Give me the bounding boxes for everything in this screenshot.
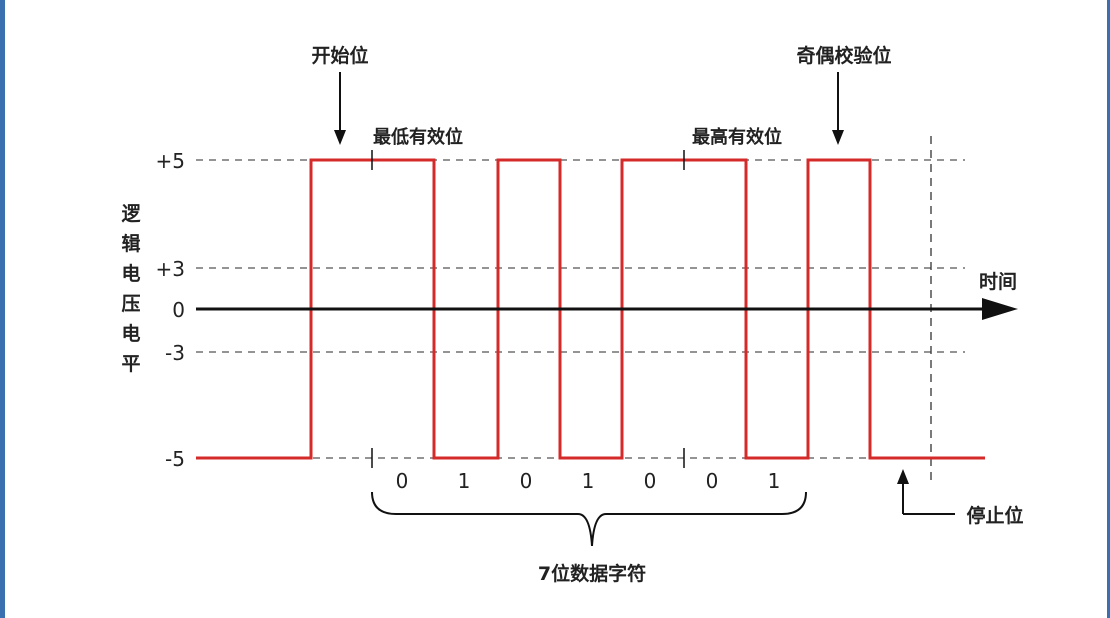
data-bit-value: 0 xyxy=(396,469,409,493)
lsb-label: 最低有效位 xyxy=(373,126,463,148)
y-axis-label-char: 平 xyxy=(121,353,140,375)
parity-bit-label: 奇偶校验位 xyxy=(796,44,891,67)
y-axis-label-char: 辑 xyxy=(121,232,140,255)
y-axis-label-char: 电 xyxy=(121,262,140,285)
start-bit-arrow-head-icon xyxy=(334,130,346,145)
time-axis-label: 时间 xyxy=(979,271,1017,293)
stop-bit-pointer-head-icon xyxy=(897,469,909,484)
signal-waveform xyxy=(196,158,985,460)
y-axis-label-char: 电 xyxy=(121,322,140,345)
data-bit-value: 0 xyxy=(520,469,533,493)
level-label-minus3: -3 xyxy=(165,341,185,365)
level-label-minus5: -5 xyxy=(165,447,185,471)
msb-label: 最高有效位 xyxy=(692,126,782,148)
y-axis-label-char: 压 xyxy=(121,293,140,315)
data-bit-value: 0 xyxy=(644,469,657,493)
data-bit-value: 1 xyxy=(582,469,595,493)
data-bit-value: 1 xyxy=(768,469,781,493)
data-char-brace xyxy=(371,491,807,547)
data-char-label: 7位数据字符 xyxy=(538,562,646,585)
y-axis-label-char: 逻 xyxy=(121,203,141,225)
time-axis-arrowhead-icon xyxy=(982,298,1018,320)
parity-bit-arrow-head-icon xyxy=(832,130,844,145)
level-label-plus3: +3 xyxy=(156,257,185,281)
stop-bit-label: 停止位 xyxy=(966,504,1023,527)
start-bit-label: 开始位 xyxy=(311,44,368,67)
data-bit-value: 0 xyxy=(706,469,719,493)
level-label-plus5: +5 xyxy=(156,149,185,173)
frame-left-edge xyxy=(0,0,5,618)
data-bit-value: 1 xyxy=(458,469,471,493)
frame-right-edge xyxy=(1107,0,1110,618)
level-label-zero: 0 xyxy=(172,298,185,322)
y-axis-label: 逻辑电压电平 xyxy=(121,203,141,375)
